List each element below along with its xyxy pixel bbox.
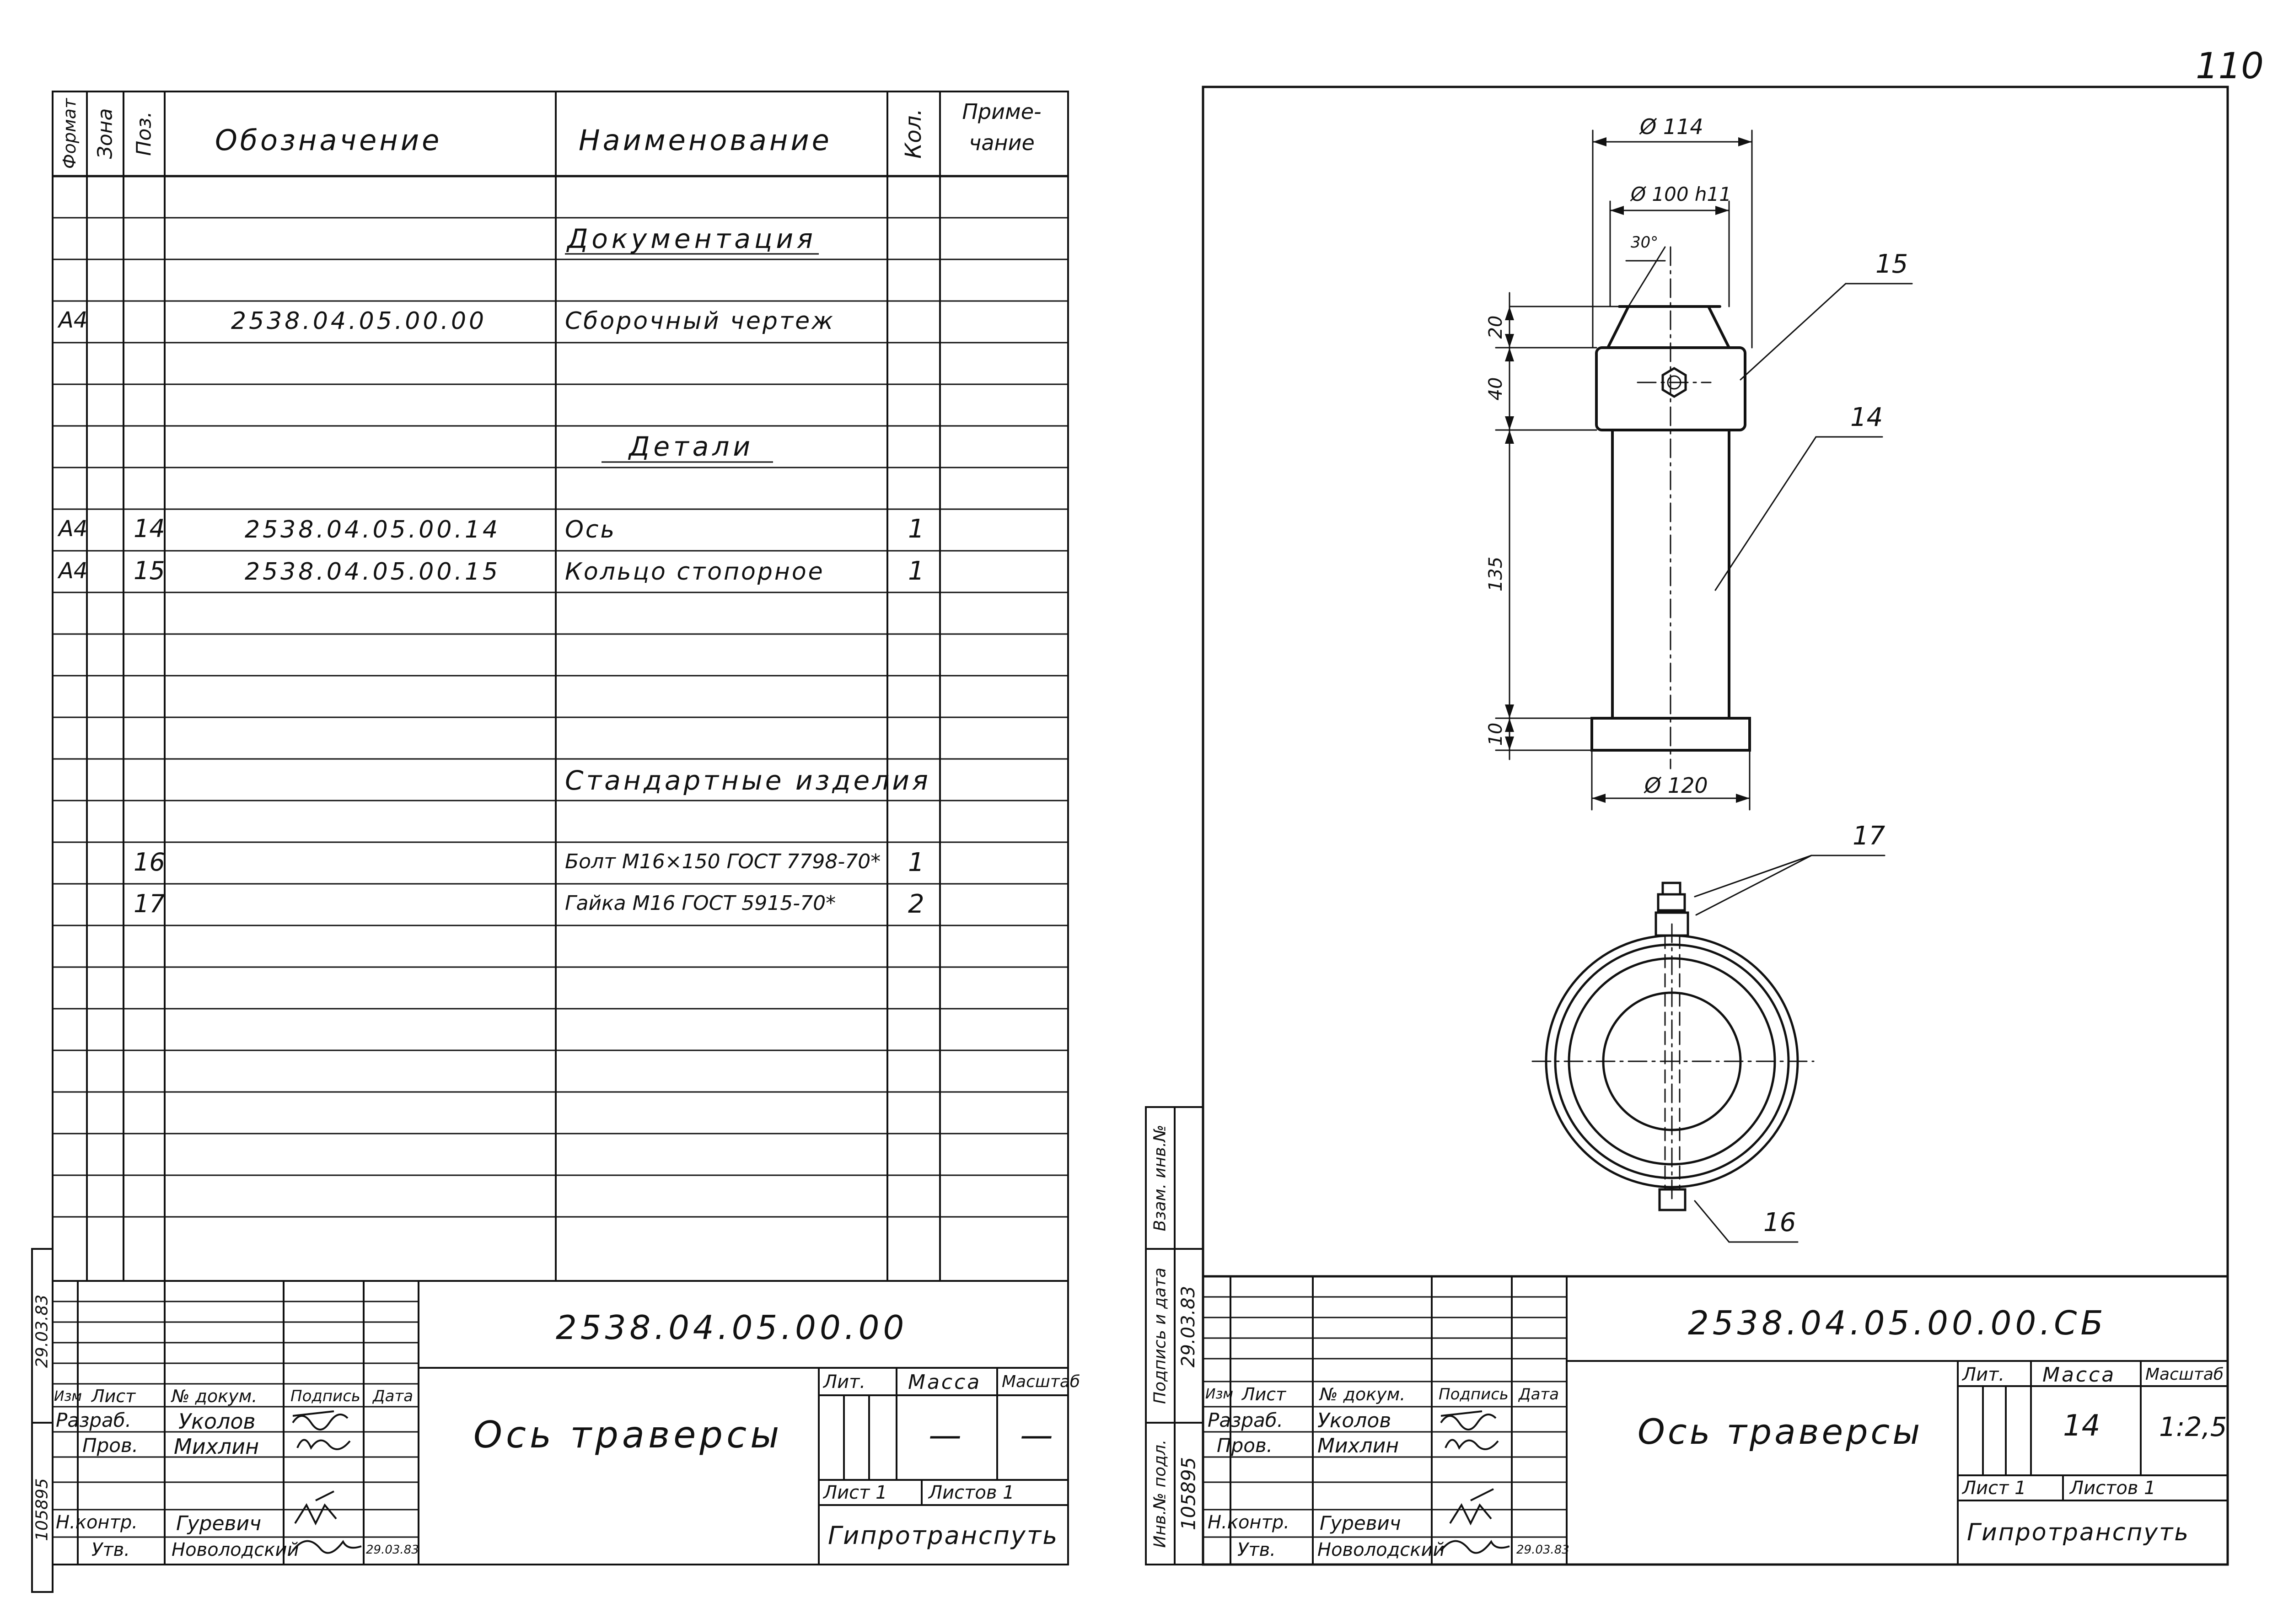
col-header-designation: Обозначение [215, 124, 442, 157]
name-norm-control: Гуревич [1320, 1512, 1401, 1534]
row-designation: 2538.04.05.00.14 [245, 516, 501, 543]
col-header-list: Лист [1242, 1384, 1286, 1404]
name-approver: Новолодский [172, 1539, 299, 1560]
role-developer: Разраб. [56, 1409, 132, 1431]
row-qty: 1 [908, 848, 924, 877]
col-header-doc: № докум. [1320, 1384, 1406, 1404]
drawing-code: 2538.04.05.00.00 [556, 1308, 908, 1347]
row-name: Сборочный чертеж [565, 307, 835, 335]
scale-label: Масштаб [1002, 1372, 1080, 1391]
col-header-izm: Изм [1205, 1386, 1234, 1402]
scale-label: Масштаб [2145, 1365, 2224, 1384]
name-developer: Уколов [178, 1409, 256, 1434]
lit-label: Лит. [823, 1371, 866, 1393]
row-name: Ось [565, 516, 617, 543]
organization: Гипротранспуть [828, 1521, 1059, 1550]
name-approver: Новолодский [1317, 1539, 1445, 1560]
drawing-code: 2538.04.05.00.00.СБ [1688, 1304, 2107, 1342]
assembly-drawing-sheet: Взам. инв.№ Подпись и дата 29.03.83 Инв.… [1134, 0, 2283, 1624]
mass-label: Масса [2042, 1363, 2116, 1387]
dim-diameter-114: Ø 114 [1640, 114, 1703, 139]
name-checker: Михлин [174, 1434, 259, 1459]
row-pos: 14 [134, 514, 165, 543]
col-header-sign: Подпись [290, 1387, 360, 1405]
signatures-right [1440, 1410, 1510, 1554]
callout-17: 17 [1853, 821, 1885, 851]
name-checker: Михлин [1317, 1434, 1399, 1457]
approve-date: 29.03.83 [1516, 1543, 1569, 1557]
row-name: Болт М16×150 ГОСТ 7798-70* [565, 850, 881, 873]
sheet-number: Лист 1 [823, 1482, 887, 1503]
signatures-left [292, 1410, 362, 1554]
section-parts: Детали [629, 431, 754, 462]
row-pos: 16 [134, 848, 165, 877]
scale-value: 1:2,5 [2159, 1411, 2227, 1442]
callout-15: 15 [1875, 249, 1908, 279]
axle-drawing [1495, 129, 1913, 1243]
row-qty: 2 [908, 889, 924, 919]
sheets-total: Листов 1 [2070, 1478, 2156, 1499]
sheets-total: Листов 1 [929, 1482, 1015, 1503]
row-qty: 1 [908, 514, 924, 544]
page-number: 110 [2196, 46, 2264, 87]
col-header-doc: № докум. [172, 1386, 258, 1406]
role-developer: Разраб. [1208, 1409, 1284, 1431]
name-norm-control: Гуревич [176, 1512, 262, 1535]
col-header-date: Дата [1519, 1385, 1559, 1404]
title-block-right-grid [1202, 1276, 2228, 1565]
organization: Гипротранспуть [1967, 1519, 2190, 1546]
row-designation: 2538.04.05.00.15 [245, 558, 501, 586]
role-approver: Утв. [1237, 1539, 1276, 1560]
row-qty: 1 [908, 556, 924, 586]
row-name: Гайка М16 ГОСТ 5915-70* [565, 892, 836, 915]
row-name: Кольцо стопорное [565, 558, 825, 586]
callout-16: 16 [1763, 1208, 1796, 1237]
row-designation: 2538.04.05.00.00 [231, 307, 487, 335]
row-format: А4 [59, 516, 88, 542]
role-norm-control: Н.контр. [56, 1512, 138, 1533]
row-format: А4 [59, 307, 88, 333]
lit-label: Лит. [1962, 1364, 2005, 1385]
mass-label: Масса [908, 1371, 982, 1394]
row-pos: 15 [134, 556, 165, 585]
mass-value: 14 [2063, 1409, 2100, 1443]
dim-diameter-120: Ø 120 [1644, 773, 1708, 798]
role-norm-control: Н.контр. [1208, 1512, 1289, 1533]
mass-value: — [929, 1416, 962, 1454]
section-standard-items: Стандартные изделия [565, 765, 931, 796]
row-format: А4 [59, 558, 88, 584]
dim-angle-30: 30° [1631, 233, 1659, 252]
role-approver: Утв. [91, 1539, 130, 1560]
role-checker: Пров. [1217, 1434, 1273, 1457]
name-developer: Уколов [1317, 1409, 1391, 1432]
col-header-list: Лист [91, 1386, 136, 1406]
dim-diameter-100-h11: Ø 100 h11 [1631, 183, 1731, 205]
drawing-title: Ось траверсы [473, 1414, 783, 1456]
specification-sheet: Формат Зона Поз. Обозначение Наименовани… [0, 0, 1107, 1624]
approve-date: 29.03.83 [366, 1543, 419, 1557]
drawing-title: Ось траверсы [1638, 1411, 1923, 1452]
title-block-left-grid [52, 1280, 1069, 1565]
col-header-sign: Подпись [1439, 1385, 1509, 1404]
scale-value: — [1020, 1416, 1053, 1454]
spec-grid [31, 91, 1069, 1593]
col-header-izm: Изм [54, 1388, 82, 1404]
section-documentation: Документация [567, 223, 817, 254]
sheet-number: Лист 1 [1962, 1478, 2026, 1499]
role-checker: Пров. [82, 1434, 139, 1457]
col-header-note: Приме-чание [962, 99, 1042, 155]
callout-14: 14 [1850, 403, 1883, 432]
drawing-frame [1145, 86, 2229, 1566]
col-header-date: Дата [373, 1387, 414, 1405]
col-header-name: Наименование [579, 124, 832, 157]
row-pos: 17 [134, 889, 165, 918]
